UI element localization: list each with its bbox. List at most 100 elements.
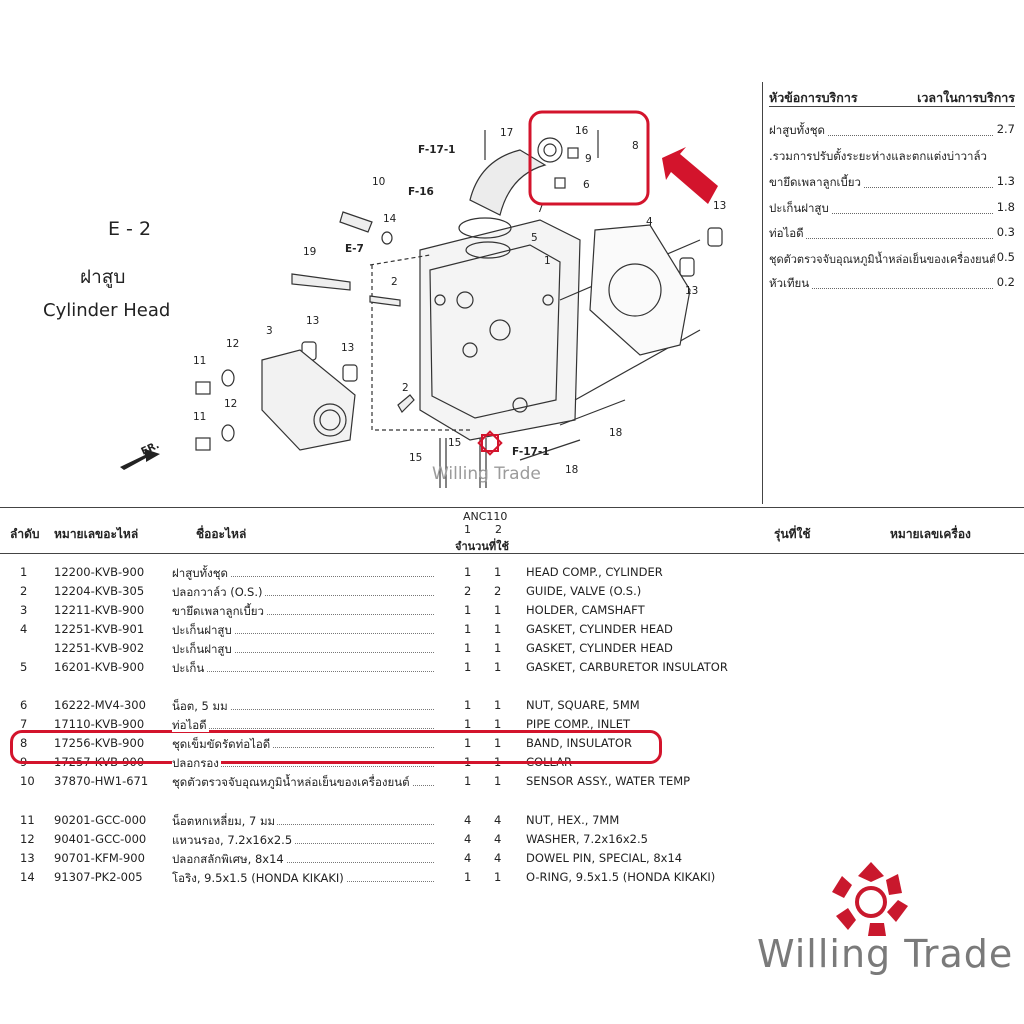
callout: 18 — [565, 464, 578, 476]
header-quantity: จำนวนที่ใช้ — [455, 540, 509, 553]
callout: 4 — [646, 216, 653, 228]
part-name: ปะเก็นฝาสูบ — [172, 623, 234, 637]
quantity-2: 4 — [494, 851, 502, 865]
header-part-name: ชื่ออะไหล่ — [196, 527, 247, 541]
quantity-2: 1 — [494, 603, 502, 617]
callout: 13 — [306, 315, 319, 327]
part-name: แหวนรอง, 7.2x16x2.5 — [172, 833, 295, 847]
part-number: 37870-HW1-671 — [54, 774, 149, 788]
part-number: 12251-KVB-901 — [54, 622, 145, 636]
english-description: GASKET, CYLINDER HEAD — [526, 622, 673, 636]
quantity-1: 1 — [464, 660, 472, 674]
row-index: 6 — [20, 698, 28, 712]
header-no: ลำดับ — [10, 527, 40, 541]
reference-label: F-17-1 — [418, 144, 455, 156]
part-name-cell: ปะเก็นฝาสูบ — [172, 641, 434, 659]
quantity-2: 4 — [494, 813, 502, 827]
quantity-2: 2 — [494, 584, 502, 598]
english-description: HEAD COMP., CYLINDER — [526, 565, 663, 579]
callout: 16 — [575, 125, 589, 137]
english-description: GASKET, CARBURETOR INSULATOR — [526, 660, 728, 674]
quantity-1: 1 — [464, 870, 472, 884]
service-item-heading: หัวข้อการบริการ — [769, 90, 858, 105]
row-index: 3 — [20, 603, 28, 617]
part-name-cell: ท่อไอดี — [172, 717, 434, 735]
front-arrow-icon — [120, 449, 160, 470]
row-index: 4 — [20, 622, 28, 636]
part-name-cell: ฝาสูบทั้งชุด — [172, 565, 434, 583]
quantity-1: 1 — [464, 622, 472, 636]
callout: 11 — [193, 411, 206, 423]
part-number: 12211-KVB-900 — [54, 603, 145, 617]
callout: 2 — [391, 276, 398, 288]
header-model: ANC110 — [463, 510, 508, 523]
service-table-header: หัวข้อการบริการ เวลาในการบริการ — [769, 86, 1015, 107]
part-name-cell: น็อตหกเหลี่ยม, 7 มม — [172, 813, 434, 831]
service-row: ท่อไอดี0.3 — [769, 225, 1015, 243]
callout: 11 — [193, 355, 206, 367]
quantity-1: 1 — [464, 641, 472, 655]
service-row: ชุดตัวตรวจจับอุณหภูมิน้ำหล่อเย็นของเครื่… — [769, 250, 1015, 268]
part-name-cell: ปลอกรอง — [172, 755, 434, 773]
brand-logo-text: Willing Trade — [757, 932, 1014, 976]
part-name: ชุดตัวตรวจจับอุณหภูมิน้ำหล่อเย็นของเครื่… — [172, 775, 412, 789]
quantity-1: 4 — [464, 851, 472, 865]
callout: 15 — [409, 452, 422, 464]
callout: 19 — [303, 246, 316, 258]
diagram-watermark: Willing Trade — [432, 464, 541, 484]
part-name-cell: ปลอกสลักพิเศษ, 8x14 — [172, 851, 434, 869]
callout: 13 — [341, 342, 354, 354]
english-description: O-RING, 9.5x1.5 (HONDA KIKAKI) — [526, 870, 716, 884]
part-name-cell: ชุดตัวตรวจจับอุณหภูมิน้ำหล่อเย็นของเครื่… — [172, 774, 434, 792]
part-number: 91307-PK2-005 — [54, 870, 143, 884]
english-description: GASKET, CYLINDER HEAD — [526, 641, 673, 655]
part-name: ปะเก็น — [172, 661, 207, 675]
part-name-cell: น็อต, 5 มม — [172, 698, 434, 716]
quantity-1: 4 — [464, 813, 472, 827]
english-description: HOLDER, CAMSHAFT — [526, 603, 645, 617]
part-number: 90201-GCC-000 — [54, 813, 147, 827]
row-index: 7 — [20, 717, 28, 731]
row-index: 1 — [20, 565, 28, 579]
part-number: 12200-KVB-900 — [54, 565, 145, 579]
english-description: PIPE COMP., INLET — [526, 717, 630, 731]
callout: 13 — [685, 285, 698, 297]
header-col-2: 2 — [495, 523, 502, 536]
quantity-1: 2 — [464, 584, 472, 598]
quantity-1: 1 — [464, 698, 472, 712]
callout: 13 — [713, 200, 726, 212]
callout: 12 — [226, 338, 239, 350]
callout: 6 — [583, 179, 590, 191]
reference-label: F-17-1 — [512, 446, 549, 458]
quantity-1: 1 — [464, 603, 472, 617]
quantity-2: 1 — [494, 736, 502, 750]
quantity-1: 1 — [464, 774, 472, 788]
reference-label: F-16 — [408, 186, 434, 198]
quantity-2: 1 — [494, 870, 502, 884]
callout: 15 — [448, 437, 461, 449]
part-name-cell: ปลอกวาล์ว (O.S.) — [172, 584, 434, 602]
section-title-thai: ฝาสูบ — [80, 266, 126, 288]
english-description: GUIDE, VALVE (O.S.) — [526, 584, 642, 598]
row-index: 13 — [20, 851, 35, 865]
cylinder-head-diagram: FR. 17 16 8 9 6 10 14 7 5 4 13 19 13 1 2… — [120, 110, 726, 488]
row-highlight-box — [10, 730, 662, 764]
row-index: 8 — [20, 736, 28, 750]
part-number: 90401-GCC-000 — [54, 832, 147, 846]
row-index: 14 — [20, 870, 35, 884]
part-name: ปลอกสลักพิเศษ, 8x14 — [172, 852, 286, 866]
reference-label: E-7 — [345, 243, 364, 255]
part-name: ปลอกรอง — [172, 756, 221, 770]
service-time-panel: หัวข้อการบริการ เวลาในการบริการ ฝาสูบทั้… — [762, 82, 1024, 504]
quantity-1: 4 — [464, 832, 472, 846]
part-number: 12204-KVB-305 — [54, 584, 145, 598]
part-number: 16222-MV4-300 — [54, 698, 146, 712]
